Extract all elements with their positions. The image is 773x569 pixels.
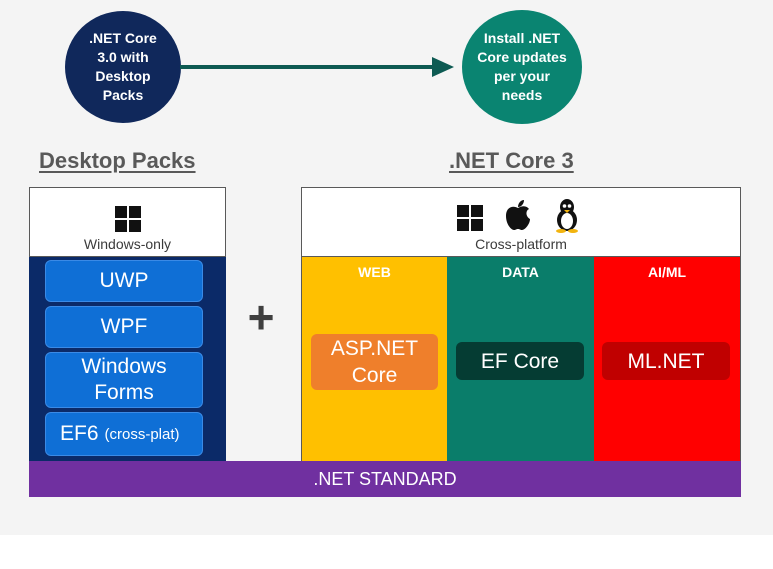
- step-circle-desktop-packs: .NET Core 3.0 with Desktop Packs: [65, 11, 181, 123]
- desktop-item-windows-forms: Windows Forms: [45, 352, 203, 408]
- desktop-item-label: Windows: [81, 355, 167, 378]
- step-circle-install-updates: Install .NET Core updates per your needs: [462, 10, 582, 124]
- tile-label: Core: [351, 364, 398, 387]
- data-column-header: DATA: [502, 264, 539, 280]
- tile-label: ML.NET: [627, 349, 705, 373]
- desktop-item-label: EF6: [60, 422, 99, 445]
- ml-net-tile: ML.NET: [602, 342, 730, 380]
- web-column-header: WEB: [358, 264, 391, 280]
- core-platform-header: Cross-platform: [301, 187, 741, 257]
- net-standard-bar: .NET STANDARD: [29, 461, 741, 497]
- tile-label: ASP.NET: [330, 337, 419, 360]
- step-line: Packs: [102, 87, 144, 103]
- desktop-item-label: UWP: [99, 269, 149, 292]
- step-line: Desktop: [95, 68, 151, 84]
- desktop-item-label: Forms: [94, 381, 154, 404]
- desktop-item-ef6: EF6 (cross-plat): [45, 412, 203, 456]
- desktop-item-note: (cross-plat): [104, 425, 180, 443]
- data-column: DATA EF Core: [447, 257, 594, 461]
- desktop-item-wpf: WPF: [45, 306, 203, 348]
- plus-sign: +: [247, 291, 275, 343]
- desktop-platform-header: Windows-only: [29, 187, 226, 257]
- step-line: per your: [493, 68, 550, 84]
- cross-platform-caption: Cross-platform: [475, 236, 567, 252]
- step-line: Core updates: [477, 49, 567, 65]
- desktop-item-uwp: UWP: [45, 260, 203, 302]
- linux-tux-icon: [556, 199, 578, 233]
- desktop-item-label: WPF: [100, 315, 148, 338]
- aiml-column-header: AI/ML: [647, 264, 687, 280]
- aiml-column: AI/ML ML.NET: [594, 257, 741, 461]
- windows-only-caption: Windows-only: [83, 236, 172, 252]
- apple-logo-icon: [506, 200, 530, 230]
- web-column: WEB ASP.NET Core: [301, 257, 447, 461]
- windows-logo-icon: [115, 206, 141, 232]
- asp-net-core-tile: ASP.NET Core: [311, 334, 438, 390]
- step-line: Install .NET: [483, 30, 561, 46]
- ef-core-tile: EF Core: [456, 342, 584, 380]
- arrow-right-icon: [180, 57, 454, 77]
- net-core-heading: .NET Core 3: [449, 148, 574, 173]
- tile-label: EF Core: [480, 349, 560, 373]
- windows-logo-icon: [457, 205, 483, 231]
- step-line: needs: [501, 87, 543, 103]
- step-line: 3.0 with: [97, 49, 149, 65]
- step-line: .NET Core: [89, 30, 157, 46]
- desktop-packs-heading: Desktop Packs: [39, 148, 196, 173]
